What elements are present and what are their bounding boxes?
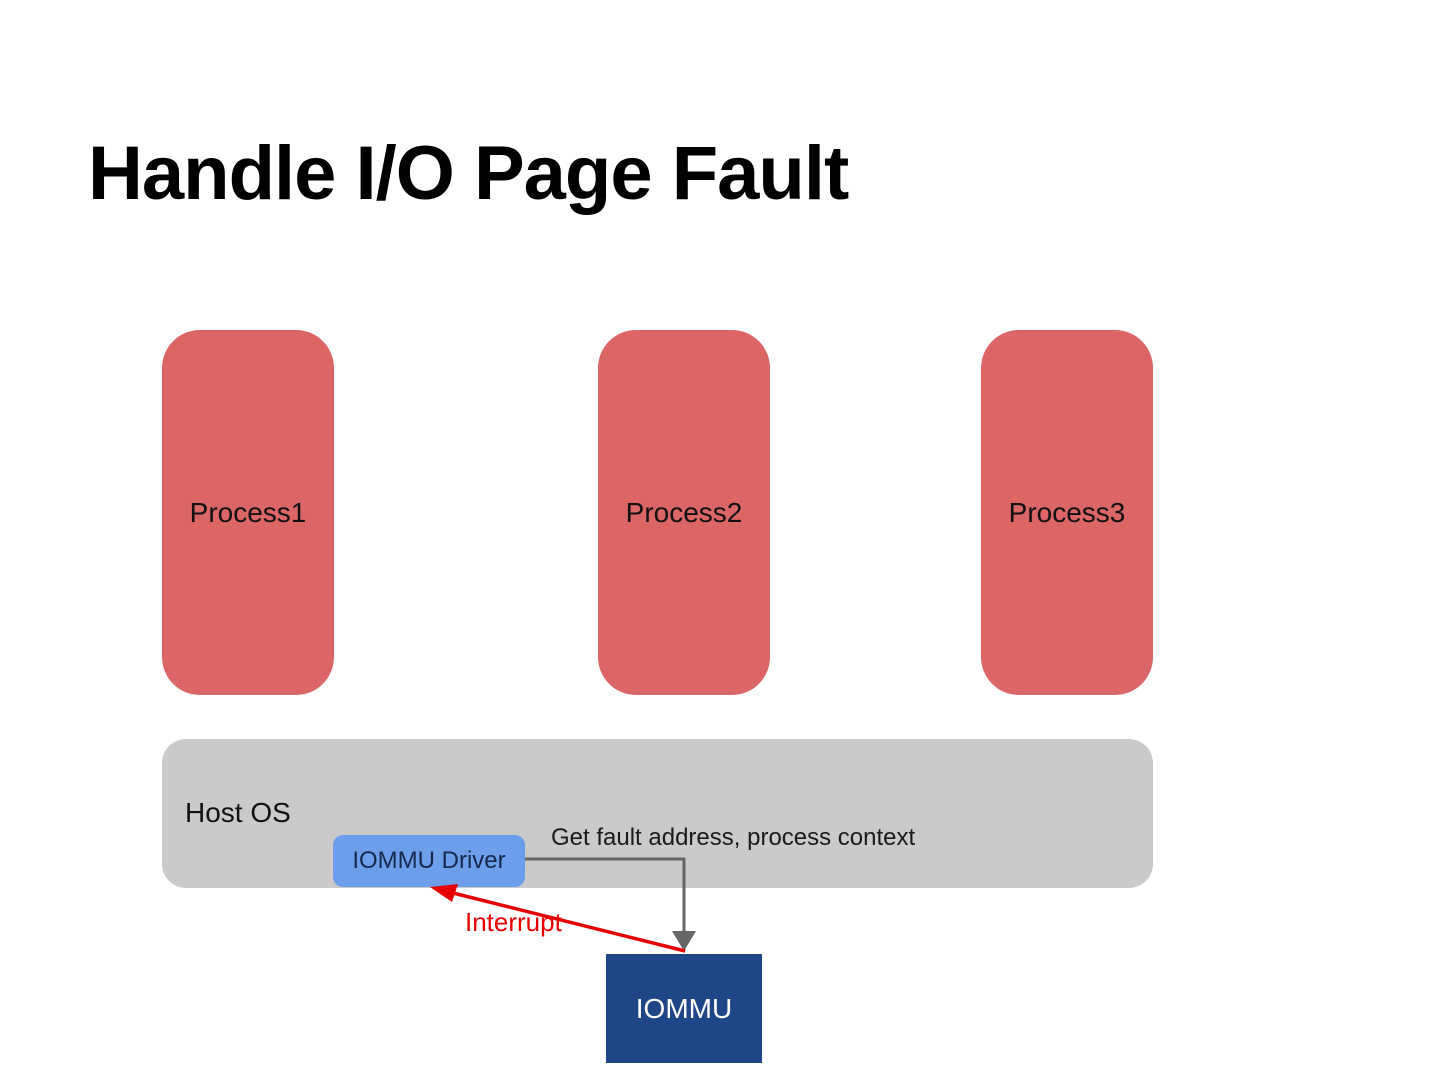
host-os-box <box>162 739 1153 888</box>
iommu-label: IOMMU <box>635 992 733 1024</box>
iommu-driver-box: IOMMU Driver <box>333 835 525 887</box>
process2-label: Process2 <box>625 496 743 528</box>
process1-box: Process1 <box>162 330 334 695</box>
iommu-driver-label: IOMMU Driver <box>352 847 506 874</box>
process3-box: Process3 <box>981 330 1153 695</box>
process3-label: Process3 <box>1008 496 1126 528</box>
slide-title: Handle I/O Page Fault <box>88 131 849 216</box>
iommu-box: IOMMU <box>606 954 762 1063</box>
process1-label: Process1 <box>189 496 307 528</box>
fault-arrow-label: Get fault address, process context <box>551 824 916 851</box>
process2-box: Process2 <box>598 330 770 695</box>
host-os-label: Host OS <box>185 797 291 828</box>
interrupt-arrow-label: Interrupt <box>465 907 562 937</box>
